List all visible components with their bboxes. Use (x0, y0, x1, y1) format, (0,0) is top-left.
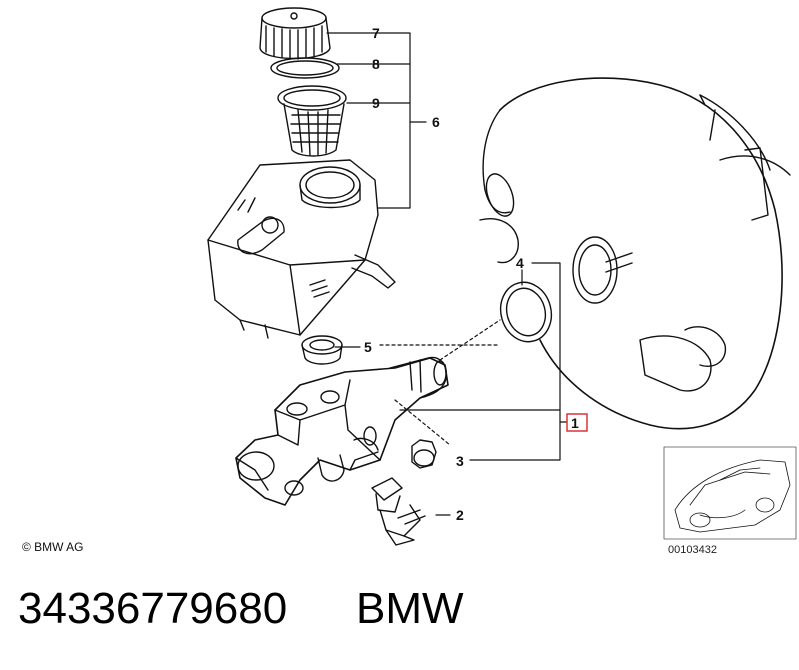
cap-seal (270, 57, 340, 79)
reservoir-grommet (301, 335, 343, 365)
callout-6: 6 (432, 114, 440, 130)
callout-7: 7 (372, 25, 380, 41)
brake-booster (479, 77, 791, 430)
o-ring (499, 281, 553, 343)
pressure-sensor (371, 477, 426, 546)
callout-3: 3 (456, 453, 464, 469)
reservoir-cap (259, 7, 331, 60)
brake-fluid-reservoir (207, 159, 396, 339)
part-number: 34336779680 (18, 584, 288, 633)
copyright-notice: © BMW AG (22, 540, 84, 554)
diagram-reference-code: 00103432 (668, 544, 717, 556)
callout-1: 1 (571, 415, 579, 431)
callout-9: 9 (372, 95, 380, 111)
vehicle-locator-inset (663, 446, 797, 540)
brand-name: BMW (356, 584, 464, 633)
callout-8: 8 (372, 56, 380, 72)
callout-2: 2 (456, 507, 464, 523)
callout-5: 5 (364, 339, 372, 355)
callout-1-highlight (566, 413, 588, 432)
leader-lines (326, 32, 567, 516)
screw-plug (411, 439, 437, 469)
callout-4: 4 (516, 255, 524, 271)
strainer-filter (277, 85, 347, 157)
master-cylinder (235, 356, 449, 506)
